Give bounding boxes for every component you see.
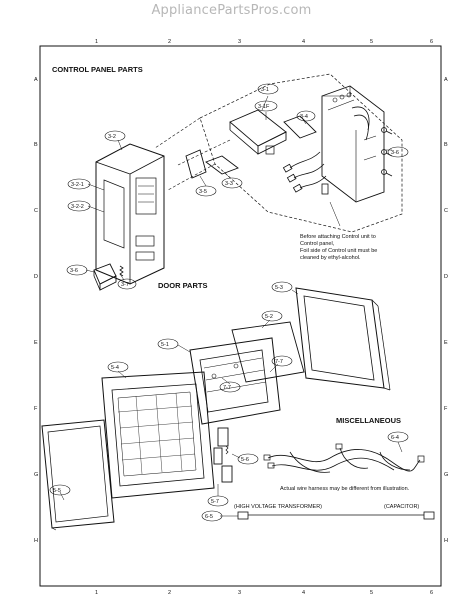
door-open-button — [93, 263, 117, 291]
column-label: 5 — [370, 590, 373, 596]
capacitor-label: (CAPACITOR) — [384, 504, 419, 510]
callout-5-4: 5-4 — [111, 365, 119, 371]
watermark: AppliancePartsPros.com — [151, 3, 312, 18]
row-label: B — [444, 142, 448, 148]
row-label: B — [34, 142, 38, 148]
callout-3-3: 3-3 — [225, 181, 233, 187]
column-label: 4 — [302, 590, 305, 596]
callout-5-6: 5-6 — [241, 457, 249, 463]
door-leaders — [59, 289, 299, 501]
row-label: E — [444, 340, 448, 346]
column-label: 1 — [95, 39, 98, 45]
door-parts-heading: DOOR PARTS — [158, 281, 207, 290]
callout-3-1f: 3-1F — [258, 104, 270, 110]
callout-3-5: 3-5 — [199, 189, 207, 195]
note-line: Control panel, — [300, 241, 335, 247]
note-line: Before attaching Control unit to — [300, 234, 376, 240]
column-label: 6 — [430, 590, 433, 596]
door-frame-5-4 — [101, 371, 215, 499]
door-frame-5-3 — [295, 287, 391, 391]
hv-wire-6-5 — [237, 511, 435, 520]
callout-6-5-ring — [201, 510, 223, 522]
row-label: D — [444, 274, 448, 280]
callout-7-7: 7-7 — [275, 359, 283, 365]
control-circuit-board — [321, 85, 385, 203]
column-label: 2 — [168, 39, 171, 45]
row-label: F — [444, 406, 448, 412]
harness-note: Actual wire harness may be different fro… — [280, 486, 410, 492]
row-label: E — [34, 340, 38, 346]
column-label: 3 — [238, 39, 241, 45]
row-label: G — [444, 472, 448, 478]
row-label: H — [34, 538, 38, 544]
note-line: cleaned by ethyl-alcohol. — [300, 255, 361, 261]
column-label: 5 — [370, 39, 373, 45]
diagram-frame — [39, 45, 442, 587]
column-label: 3 — [238, 590, 241, 596]
door-callouts: 5-3 5-2 5-1 7-7 7-7 5-4 5-6 5-7 5-5 — [49, 281, 293, 507]
callout-3-4: 3-4 — [300, 114, 308, 120]
callout-3-6: 3-6 — [391, 150, 399, 156]
column-label: 4 — [302, 39, 305, 45]
part-3-5 — [185, 149, 207, 179]
callout-6-5: 6-5 — [205, 514, 213, 520]
column-labels-bottom: 1 2 3 4 5 6 — [95, 590, 433, 596]
callout-5-5: 5-5 — [53, 488, 61, 494]
callout-5-3: 5-3 — [275, 285, 283, 291]
callout-3-2-1: 3-2-1 — [71, 182, 84, 188]
callout-3-7: 3-7 — [121, 282, 129, 288]
control-wire-harness — [282, 151, 329, 195]
row-label: A — [444, 77, 448, 83]
door-latch — [213, 427, 233, 483]
part-3-4 — [283, 115, 317, 139]
control-unit-note: Before attaching Control unit to Control… — [300, 234, 377, 261]
door-screen-5-5 — [41, 419, 115, 531]
control-callouts: 3-1 3-1F 3-4 3-6 3-3 3-5 3-2 3-2-1 3-2-2… — [66, 83, 409, 290]
leader-6-4 — [397, 441, 403, 453]
note-line: Foil side of Control unit must be — [300, 248, 377, 254]
column-label: 2 — [168, 590, 171, 596]
door-choke-5-1 — [189, 337, 281, 425]
callout-3-2: 3-2 — [108, 134, 116, 140]
callout-5-1: 5-1 — [161, 342, 169, 348]
row-label: D — [34, 274, 38, 280]
door-shield-5-2 — [231, 321, 305, 383]
callout-3-2-2: 3-2-2 — [71, 204, 84, 210]
row-label: H — [444, 538, 448, 544]
callout-3-6: 3-6 — [70, 268, 78, 274]
callout-3-1: 3-1 — [261, 87, 269, 93]
control-panel-parts-heading: CONTROL PANEL PARTS — [52, 65, 143, 74]
row-labels-right: A B C D E F G H — [444, 77, 448, 544]
hv-transformer-label: (HIGH VOLTAGE TRANSFORMER) — [234, 504, 322, 510]
control-unit-bracket — [229, 109, 287, 155]
column-label: 6 — [430, 39, 433, 45]
control-panel-3-2 — [95, 143, 165, 285]
row-label: C — [444, 208, 448, 214]
row-label: C — [34, 208, 38, 214]
part-3-3 — [205, 155, 239, 175]
callout-5-2: 5-2 — [265, 314, 273, 320]
row-label: F — [34, 406, 38, 412]
callout-7-7: 7-7 — [223, 385, 231, 391]
callout-6-4: 6-4 — [391, 435, 399, 441]
miscellaneous-heading: MISCELLANEOUS — [336, 416, 401, 425]
column-label: 1 — [95, 590, 98, 596]
row-label: A — [34, 77, 38, 83]
screws-3-6 — [381, 127, 393, 177]
callout-5-7: 5-7 — [211, 499, 219, 505]
row-label: G — [34, 472, 38, 478]
row-labels-left: A B C D E F G H — [34, 77, 38, 544]
callout-6-4-ring — [387, 431, 409, 443]
column-labels-top: 1 2 3 4 5 6 — [95, 39, 433, 45]
wire-harness-6-4 — [263, 443, 425, 473]
